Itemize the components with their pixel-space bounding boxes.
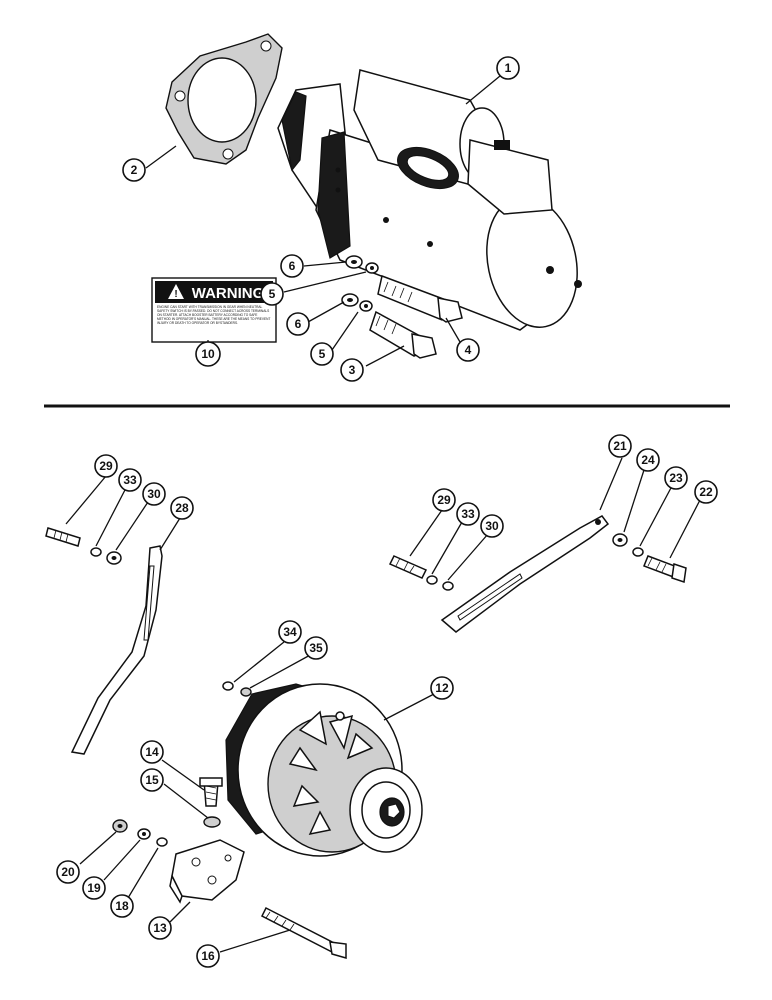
callout-29: 29 bbox=[94, 454, 118, 478]
alternator bbox=[222, 681, 423, 857]
callout-14: 14 bbox=[140, 740, 164, 764]
warning-body: ENGINE CAN START WITH TRANSMISSION IN GE… bbox=[157, 305, 271, 325]
callout-20: 20 bbox=[56, 860, 80, 884]
starter-hardware bbox=[341, 255, 463, 359]
svg-text:23: 23 bbox=[669, 471, 683, 485]
callout-30: 30 bbox=[142, 482, 166, 506]
leader-lines bbox=[65, 75, 701, 953]
callout-34: 34 bbox=[278, 620, 302, 644]
callout-23: 23 bbox=[664, 466, 688, 490]
svg-text:18: 18 bbox=[115, 899, 129, 913]
starter-assembly: ! WARNING ENGINE CAN START WITH TRANSMIS… bbox=[151, 33, 582, 359]
callout-21: 21 bbox=[608, 434, 632, 458]
callout-19: 19 bbox=[82, 876, 106, 900]
callout-6: 6 bbox=[280, 254, 304, 278]
callout-6: 6 bbox=[286, 312, 310, 336]
svg-text:5: 5 bbox=[269, 287, 276, 301]
svg-text:30: 30 bbox=[147, 487, 161, 501]
svg-text:10: 10 bbox=[201, 347, 215, 361]
warning-triangle-icon bbox=[168, 284, 184, 299]
callout-30: 30 bbox=[480, 514, 504, 538]
svg-text:15: 15 bbox=[145, 773, 159, 787]
callout-35: 35 bbox=[304, 636, 328, 660]
bracket-13 bbox=[169, 839, 245, 904]
svg-text:24: 24 bbox=[641, 453, 655, 467]
svg-text:6: 6 bbox=[289, 259, 296, 273]
svg-text:14: 14 bbox=[145, 745, 159, 759]
svg-text:30: 30 bbox=[485, 519, 499, 533]
callout-5: 5 bbox=[260, 282, 284, 306]
callout-33: 33 bbox=[118, 468, 142, 492]
bolt-14 bbox=[199, 777, 223, 828]
callout-13: 13 bbox=[148, 916, 172, 940]
svg-text:29: 29 bbox=[437, 493, 451, 507]
svg-text:28: 28 bbox=[175, 501, 189, 515]
svg-text:3: 3 bbox=[349, 363, 356, 377]
svg-text:2: 2 bbox=[131, 163, 138, 177]
callout-33: 33 bbox=[456, 502, 480, 526]
callout-15: 15 bbox=[140, 768, 164, 792]
callout-29: 29 bbox=[432, 488, 456, 512]
right-brace-assembly bbox=[388, 515, 687, 633]
svg-text:5: 5 bbox=[319, 347, 326, 361]
svg-text:21: 21 bbox=[613, 439, 627, 453]
svg-text:4: 4 bbox=[465, 343, 472, 357]
callouts: 1 2 6 5 6 5 3 4 10 29 33 30 28 21 24 23 … bbox=[56, 56, 718, 968]
svg-text:16: 16 bbox=[201, 949, 215, 963]
svg-text:13: 13 bbox=[153, 921, 167, 935]
callout-22: 22 bbox=[694, 480, 718, 504]
callout-2: 2 bbox=[122, 158, 146, 182]
callout-16: 16 bbox=[196, 944, 220, 968]
svg-text:1: 1 bbox=[505, 61, 512, 75]
callout-4: 4 bbox=[456, 338, 480, 362]
callout-18: 18 bbox=[110, 894, 134, 918]
callout-12: 12 bbox=[430, 676, 454, 700]
left-brace-assembly bbox=[45, 527, 163, 755]
svg-text:33: 33 bbox=[123, 473, 137, 487]
callout-3: 3 bbox=[340, 358, 364, 382]
svg-text:34: 34 bbox=[283, 625, 297, 639]
warning-title: WARNING bbox=[192, 285, 265, 302]
svg-text:20: 20 bbox=[61, 865, 75, 879]
bolt-16 bbox=[260, 906, 347, 959]
callout-28: 28 bbox=[170, 496, 194, 520]
svg-text:29: 29 bbox=[99, 459, 113, 473]
svg-text:12: 12 bbox=[435, 681, 449, 695]
svg-text:33: 33 bbox=[461, 507, 475, 521]
svg-text:19: 19 bbox=[87, 881, 101, 895]
svg-text:6: 6 bbox=[295, 317, 302, 331]
callout-1: 1 bbox=[496, 56, 520, 80]
callout-24: 24 bbox=[636, 448, 660, 472]
gasket bbox=[165, 33, 283, 165]
starter-motor bbox=[277, 69, 582, 331]
callout-5: 5 bbox=[310, 342, 334, 366]
svg-text:!: ! bbox=[174, 289, 177, 300]
svg-text:22: 22 bbox=[699, 485, 713, 499]
callout-10: 10 bbox=[195, 341, 221, 367]
warning-decal: ! WARNING ENGINE CAN START WITH TRANSMIS… bbox=[151, 277, 277, 343]
nuts-20-19-18 bbox=[112, 819, 168, 847]
svg-text:35: 35 bbox=[309, 641, 323, 655]
